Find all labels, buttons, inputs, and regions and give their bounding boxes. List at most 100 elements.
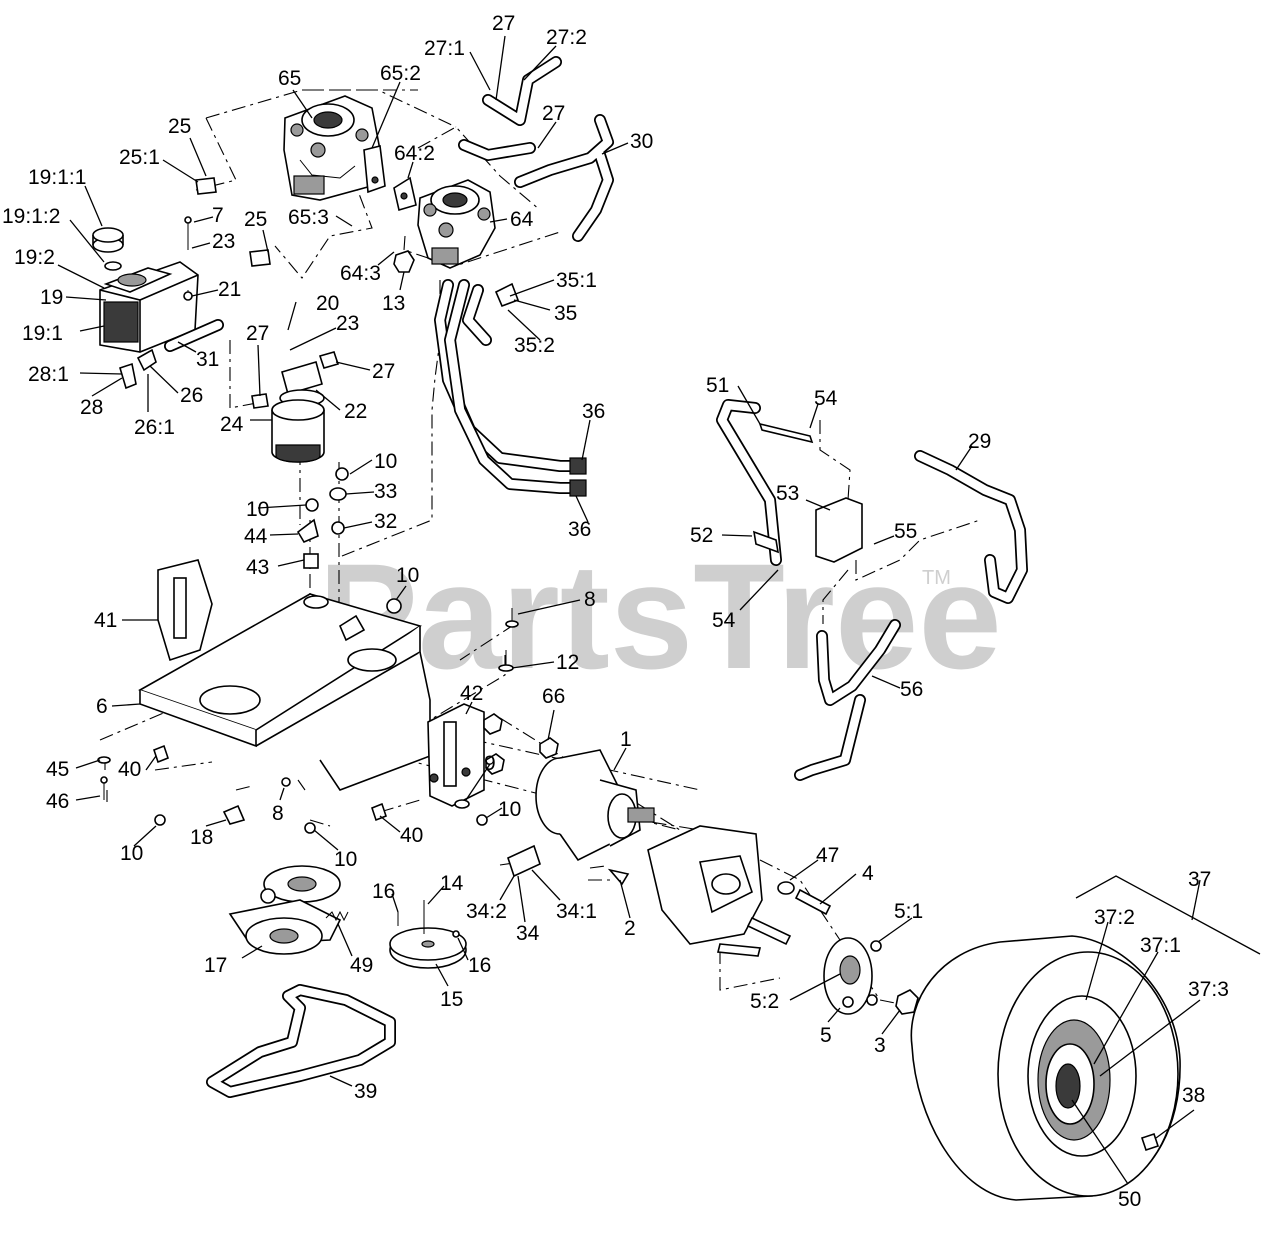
callout-10: 10 bbox=[334, 848, 357, 871]
plate-41 bbox=[157, 559, 213, 662]
callout-56: 56 bbox=[900, 678, 923, 701]
bolt-7 bbox=[184, 216, 192, 250]
callout-37-2: 37:2 bbox=[1094, 906, 1135, 929]
callout-19-1-1: 19:1:1 bbox=[28, 166, 86, 189]
callout-35: 35 bbox=[554, 302, 577, 325]
callout-50: 50 bbox=[1118, 1188, 1141, 1211]
callout-27-2: 27:2 bbox=[546, 26, 587, 49]
callout-9: 9 bbox=[484, 752, 496, 775]
callout-44: 44 bbox=[244, 525, 268, 548]
washer-47 bbox=[777, 881, 795, 895]
callout-54: 54 bbox=[712, 609, 736, 632]
callout-66: 66 bbox=[542, 685, 565, 708]
callout-10: 10 bbox=[246, 498, 269, 521]
callout-64-3: 64:3 bbox=[340, 262, 381, 285]
bolt-12 bbox=[498, 650, 514, 672]
fitting-25-mid bbox=[249, 249, 271, 267]
nut-10-top bbox=[335, 467, 349, 481]
callout-27: 27 bbox=[492, 12, 515, 35]
nut-10-e bbox=[476, 814, 488, 826]
callout-49: 49 bbox=[350, 954, 373, 977]
callout-20: 20 bbox=[316, 292, 339, 315]
callout-30: 30 bbox=[630, 130, 653, 153]
nut-10-frame bbox=[386, 598, 402, 614]
callout-22: 22 bbox=[344, 400, 367, 423]
callout-26: 26 bbox=[180, 384, 203, 407]
tire-37 bbox=[910, 935, 1181, 1201]
callout-37: 37 bbox=[1188, 868, 1211, 891]
callout-33: 33 bbox=[374, 480, 397, 503]
callout-64-2: 64:2 bbox=[394, 142, 435, 165]
fitting-25-1 bbox=[195, 177, 217, 195]
callout-47: 47 bbox=[816, 844, 839, 867]
callout-34-2: 34:2 bbox=[466, 900, 507, 923]
callout-38: 38 bbox=[1182, 1084, 1205, 1107]
callout-28: 28 bbox=[80, 396, 103, 419]
washer-9 bbox=[454, 799, 470, 809]
spacer-43 bbox=[303, 553, 319, 569]
idler-assembly-17 bbox=[228, 865, 342, 955]
spacer-33 bbox=[329, 487, 347, 501]
callout-27: 27 bbox=[372, 360, 395, 383]
hose-30 bbox=[514, 114, 614, 242]
callout-14: 14 bbox=[440, 872, 464, 895]
bracket-44 bbox=[296, 518, 319, 544]
hose-51 bbox=[716, 399, 782, 566]
callout-40: 40 bbox=[400, 824, 423, 847]
bolt-4 bbox=[794, 888, 832, 916]
callout-25-1: 25:1 bbox=[119, 146, 160, 169]
spring-49 bbox=[325, 910, 349, 922]
callout-55: 55 bbox=[894, 520, 917, 543]
bolt-46 bbox=[100, 776, 108, 800]
bracket-65-2 bbox=[363, 145, 386, 194]
callout-64: 64 bbox=[510, 208, 534, 231]
callout-36: 36 bbox=[568, 518, 591, 541]
strap-54 bbox=[758, 422, 814, 444]
callout-29: 29 bbox=[968, 430, 991, 453]
callout-10: 10 bbox=[498, 798, 521, 821]
fitting-26 bbox=[136, 348, 157, 372]
nut-10-bottom bbox=[154, 814, 166, 826]
callout-5: 5 bbox=[820, 1024, 832, 1047]
fitting-34 bbox=[507, 844, 541, 878]
callout-12: 12 bbox=[556, 651, 579, 674]
hose-36 bbox=[434, 279, 587, 497]
callout-25: 25 bbox=[168, 115, 191, 138]
callout-27: 27 bbox=[542, 102, 565, 125]
group-bracket-37 bbox=[1075, 875, 1261, 955]
callout-labels: 27 27:1 27:2 65 65:2 27 30 25 25:1 64:2 … bbox=[2, 12, 1229, 1211]
oil-filter-24 bbox=[271, 399, 325, 463]
callout-40: 40 bbox=[118, 758, 141, 781]
callout-41: 41 bbox=[94, 609, 117, 632]
callout-45: 45 bbox=[46, 758, 69, 781]
callout-27: 27 bbox=[246, 322, 269, 345]
callout-32: 32 bbox=[374, 510, 397, 533]
callout-4: 4 bbox=[862, 862, 874, 885]
callout-36: 36 bbox=[582, 400, 605, 423]
callout-26-1: 26:1 bbox=[134, 416, 175, 439]
bolt-housing-b bbox=[716, 943, 762, 957]
callout-39: 39 bbox=[354, 1080, 377, 1103]
wheel-hub-5 bbox=[823, 937, 882, 1015]
callout-8: 8 bbox=[584, 588, 596, 611]
bolt-housing-a bbox=[746, 916, 792, 946]
key-2 bbox=[607, 868, 630, 886]
fitting-35 bbox=[494, 282, 520, 308]
callout-19: 19 bbox=[40, 286, 63, 309]
wheel-motor-1 bbox=[535, 749, 655, 862]
callout-54: 54 bbox=[814, 387, 838, 410]
gasket-19-1-2 bbox=[104, 261, 122, 271]
callout-1: 1 bbox=[620, 728, 632, 751]
bolt-18 bbox=[222, 804, 246, 825]
callout-28-1: 28:1 bbox=[28, 363, 69, 386]
callout-19-1: 19:1 bbox=[22, 322, 63, 345]
bracket-53 bbox=[815, 497, 863, 563]
tube-27-top bbox=[458, 56, 562, 161]
fitting-27-left bbox=[251, 393, 269, 409]
callout-6: 6 bbox=[96, 695, 108, 718]
callout-16: 16 bbox=[372, 880, 395, 903]
pin-16-bot bbox=[452, 930, 460, 938]
callout-51: 51 bbox=[706, 374, 729, 397]
callout-53: 53 bbox=[776, 482, 799, 505]
